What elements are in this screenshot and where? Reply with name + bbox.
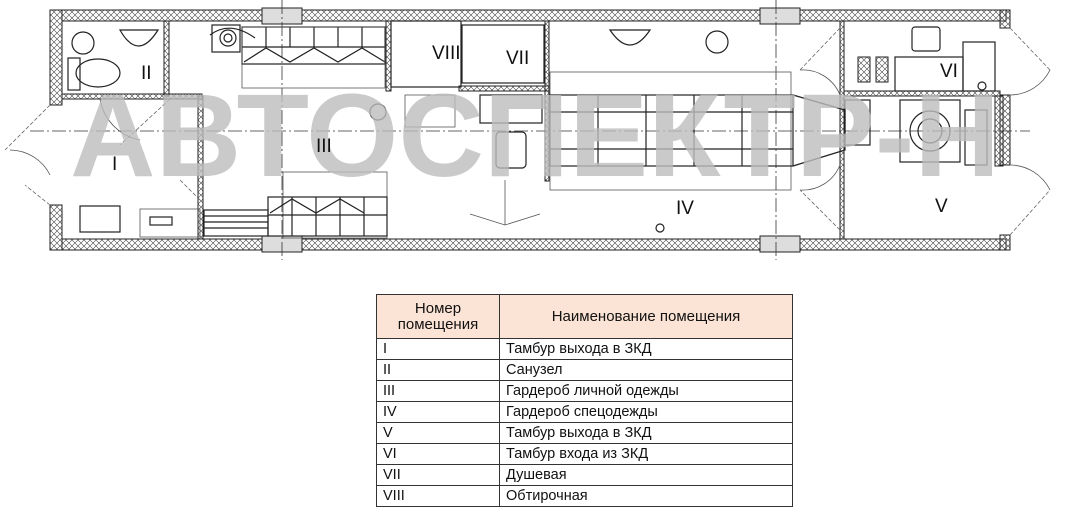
- room-number: IV: [376, 401, 500, 423]
- room-label-i: I: [112, 154, 117, 175]
- watermark: АВТОСПЕКТР-Н: [70, 70, 1000, 202]
- room-number: VII: [376, 464, 500, 486]
- room-name: Обтирочная: [499, 485, 793, 507]
- room-name: Тамбур выхода в ЗКД: [499, 338, 793, 360]
- floor-plan: ‎: [4, 0, 1051, 260]
- room-label-v: V: [935, 196, 948, 217]
- room-number: V: [376, 422, 500, 444]
- room-name: Санузел: [499, 359, 793, 381]
- room-label-ii: II: [141, 63, 152, 84]
- room-label-viii: VIII: [432, 43, 461, 64]
- room-number: I: [376, 338, 500, 360]
- room-number: III: [376, 380, 500, 402]
- room-number: VIII: [376, 485, 500, 507]
- room-name: Тамбур входа из ЗКД: [499, 443, 793, 465]
- room-number: II: [376, 359, 500, 381]
- header-room-name: Наименование помещения: [499, 294, 793, 339]
- room-name: Душевая: [499, 464, 793, 486]
- table-header-row: Номер помещения Наименование помещения: [376, 294, 793, 339]
- doors: [4, 27, 1051, 236]
- room-name: Гардероб спецодежды: [499, 401, 793, 423]
- room-label-vii: VII: [506, 48, 529, 69]
- room-number: VI: [376, 443, 500, 465]
- room-label-iv: IV: [676, 198, 694, 219]
- room-label-vi: VI: [940, 61, 958, 82]
- room-name: Тамбур выхода в ЗКД: [499, 422, 793, 444]
- header-room-number: Номер помещения: [376, 294, 500, 339]
- rooms-table: Номер помещения Наименование помещения I…: [376, 294, 793, 507]
- fixtures: ‎: [67, 24, 996, 239]
- room-label-iii: III: [316, 136, 332, 157]
- room-name: Гардероб личной одежды: [499, 380, 793, 402]
